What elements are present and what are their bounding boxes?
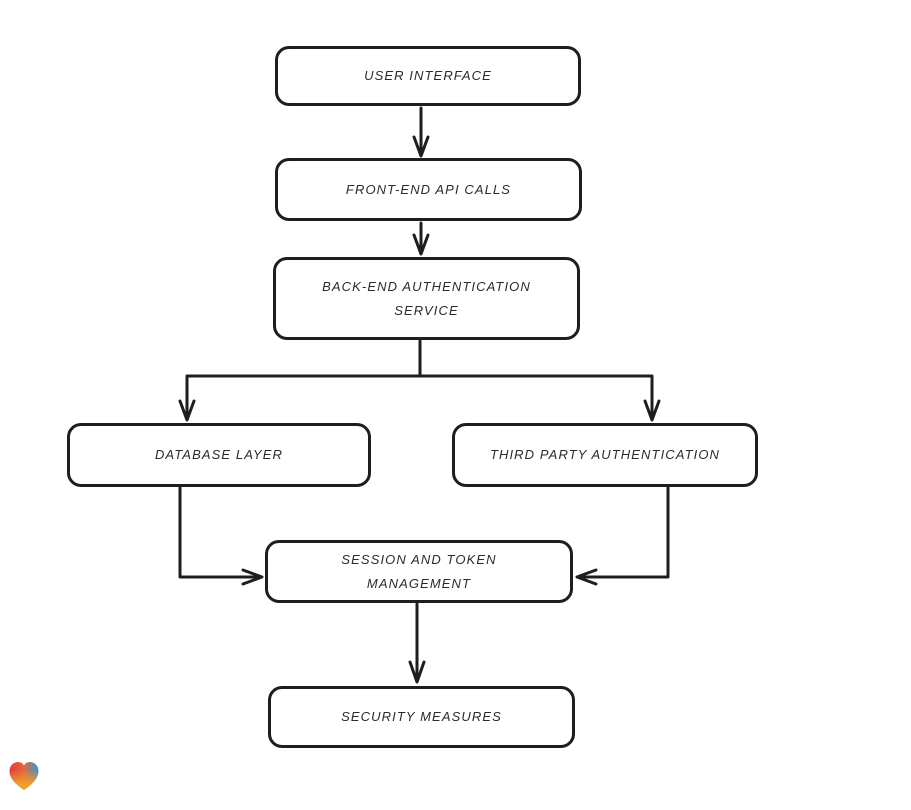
edge-database-layer-to-session-management: [178, 485, 264, 586]
node-session-and-token-management: SESSION AND TOKEN MANAGEMENT: [265, 540, 573, 603]
node-security-measures-label: SECURITY MEASURES: [341, 709, 502, 724]
edge-user-interface-to-front-end-api-calls: [412, 106, 430, 158]
node-database-layer-label: DATABASE LAYER: [154, 447, 284, 462]
node-user-interface-label: USER INTERFACE: [364, 68, 492, 83]
node-front-end-api-calls-label: FRONT-END API CALLS: [345, 181, 512, 197]
node-database-layer: DATABASE LAYER: [67, 423, 371, 487]
node-user-interface: USER INTERFACE: [275, 46, 581, 106]
heart-gradient-icon: [9, 762, 39, 790]
node-third-party-authentication: THIRD PARTY AUTHENTICATION: [452, 423, 758, 487]
lovable-badge[interactable]: [7, 760, 41, 792]
node-security-measures: SECURITY MEASURES: [268, 686, 575, 748]
edge-session-management-to-security-measures: [408, 602, 426, 684]
edge-front-end-api-calls-to-back-end-authentication: [412, 221, 430, 256]
node-third-party-authentication-label: THIRD PARTY AUTHENTICATION: [489, 447, 721, 462]
edge-back-end-authentication-branch: [178, 339, 661, 422]
node-back-end-authentication-service: BACK-END AUTHENTICATION SERVICE: [273, 257, 580, 340]
node-front-end-api-calls: FRONT-END API CALLS: [275, 158, 582, 221]
node-back-end-authentication-service-label: BACK-END AUTHENTICATION SERVICE: [322, 278, 531, 318]
edge-third-party-auth-to-session-management: [575, 485, 670, 586]
node-session-and-token-management-label: SESSION AND TOKEN MANAGEMENT: [341, 551, 497, 591]
